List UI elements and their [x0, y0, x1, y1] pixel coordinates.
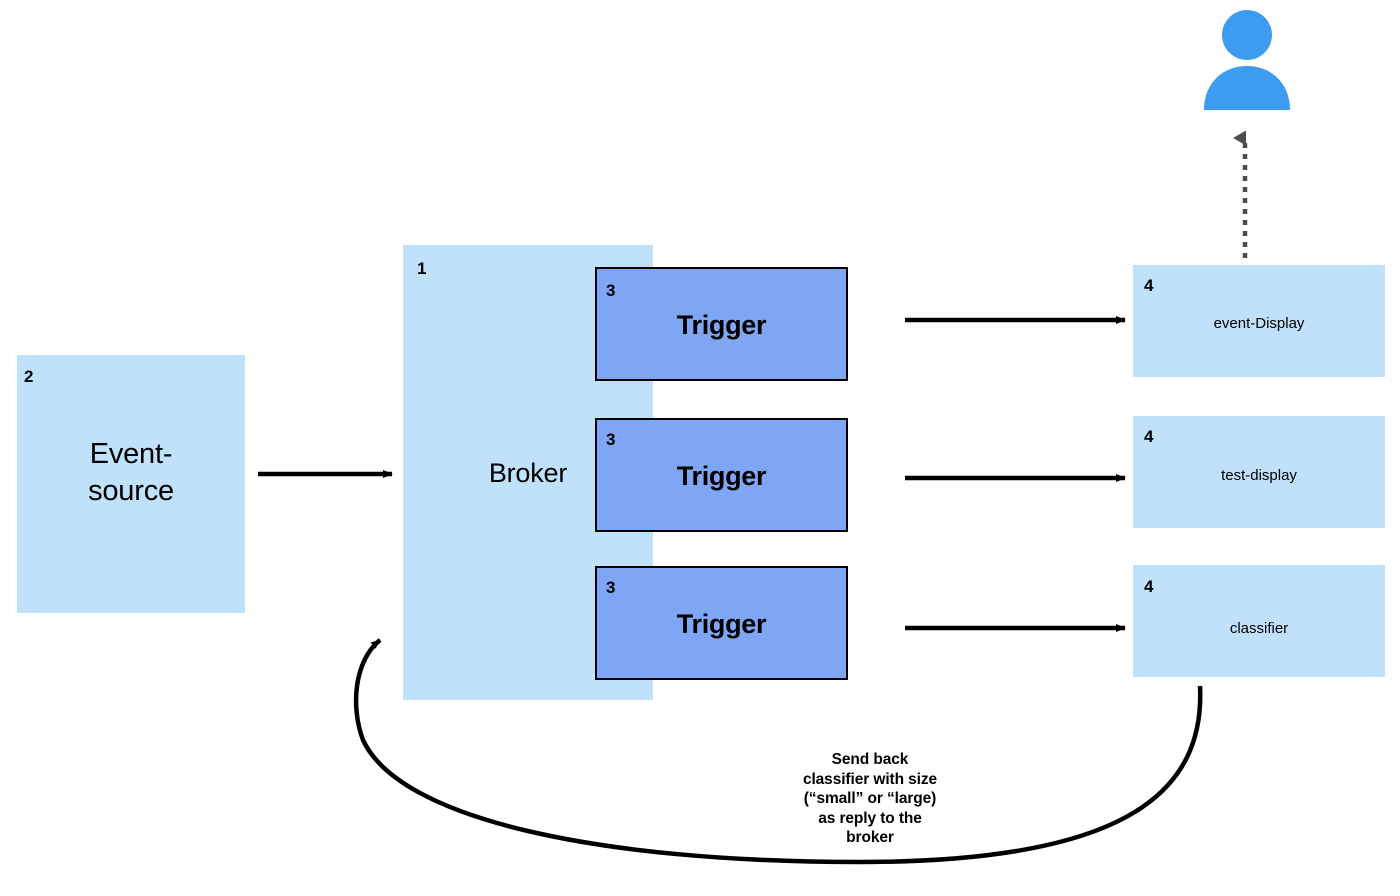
sink-2-label: test-display	[1221, 467, 1297, 484]
trigger-1-label: Trigger	[676, 310, 767, 340]
sink-1-label: event-Display	[1213, 315, 1305, 332]
return-loop-caption: Send back classifier with size (“small” …	[802, 751, 938, 846]
sink-box-classifier[interactable]	[1133, 565, 1385, 677]
arrow-classifier-to-broker-loop	[353, 638, 1203, 865]
broker-step-number: 1	[417, 259, 427, 278]
trigger-1-step-number: 3	[606, 281, 616, 300]
broker-label: Broker	[488, 458, 568, 488]
sink-1-step-number: 4	[1144, 276, 1154, 295]
trigger-2-label: Trigger	[676, 461, 767, 491]
trigger-3-step-number: 3	[606, 578, 616, 597]
event-source-label: Event- source	[88, 438, 174, 507]
sink-2-step-number: 4	[1144, 427, 1154, 446]
event-source-step-number: 2	[24, 367, 34, 386]
trigger-3-label: Trigger	[676, 609, 767, 639]
sink-3-label: classifier	[1229, 620, 1289, 637]
event-source-box[interactable]	[17, 355, 245, 613]
trigger-box-2[interactable]	[595, 418, 848, 532]
sink-box-event-display[interactable]	[1133, 265, 1385, 377]
sink-box-test-display[interactable]	[1133, 416, 1385, 528]
sink-3-step-number: 4	[1144, 577, 1154, 596]
trigger-box-1[interactable]	[595, 267, 848, 381]
trigger-box-3[interactable]	[595, 566, 848, 680]
user-icon	[1196, 8, 1298, 110]
trigger-2-step-number: 3	[606, 430, 616, 449]
